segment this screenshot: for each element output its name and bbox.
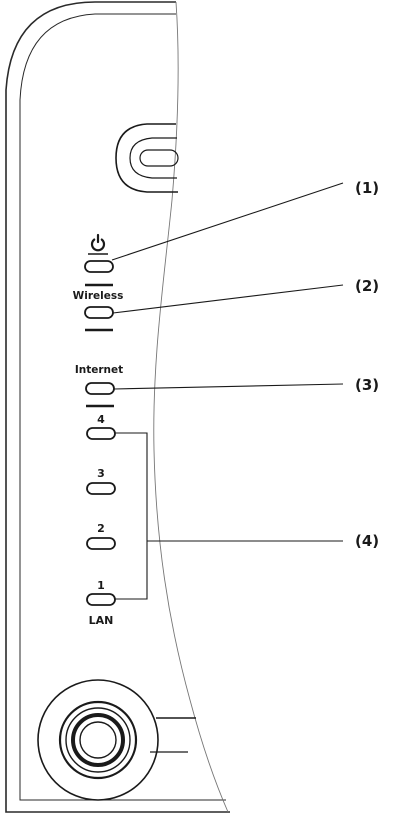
device-body [5,1,230,813]
internet-label: Internet [75,364,123,376]
callout-lines [111,182,344,600]
lan-4-led [86,427,116,440]
power-led [84,260,114,273]
lan-2-led [86,537,116,550]
device-inner-bezel [19,13,226,801]
lan-label: LAN [89,614,114,627]
connector-inner-ring [65,707,131,773]
wireless-indicator: Wireless [73,290,124,332]
wireless-led [84,306,114,319]
callout-2-line [112,284,344,314]
lan-3-label: 3 [97,467,105,480]
wireless-label: Wireless [73,290,124,302]
device-cut-edge [153,1,229,813]
connector-socket-ring [71,713,125,767]
top-slot-inner-groove [139,149,179,167]
callout-3-label: (3) [355,376,379,394]
top-slot-middle [129,137,177,179]
callout-3-line [113,383,344,390]
lan-1-label: 1 [97,579,105,592]
power-indicator [84,233,114,287]
lan-1-led [86,593,116,606]
connector-pin [79,721,117,759]
top-slot [115,123,179,193]
lan-3-led [86,482,116,495]
connector-middle-ring [58,700,138,780]
callout-labels: (1) (2) (3) (4) [355,179,379,550]
bottom-connector [37,679,196,801]
top-slot-outer [115,123,178,193]
lan-4-label: 4 [97,413,105,426]
callout-4-label: (4) [355,532,379,550]
device-outer-edge [5,1,230,813]
lan-indicators: 4 3 2 1 LAN [86,413,116,627]
callout-1-label: (1) [355,179,379,197]
callout-2-label: (2) [355,277,379,295]
internet-indicator: Internet [75,364,123,408]
internet-led [85,382,115,395]
callout-4-bracket [115,432,148,600]
lan-2-label: 2 [97,522,105,535]
power-icon [90,233,106,252]
connector-outer-ring [37,679,159,801]
callout-1-line [111,182,344,261]
